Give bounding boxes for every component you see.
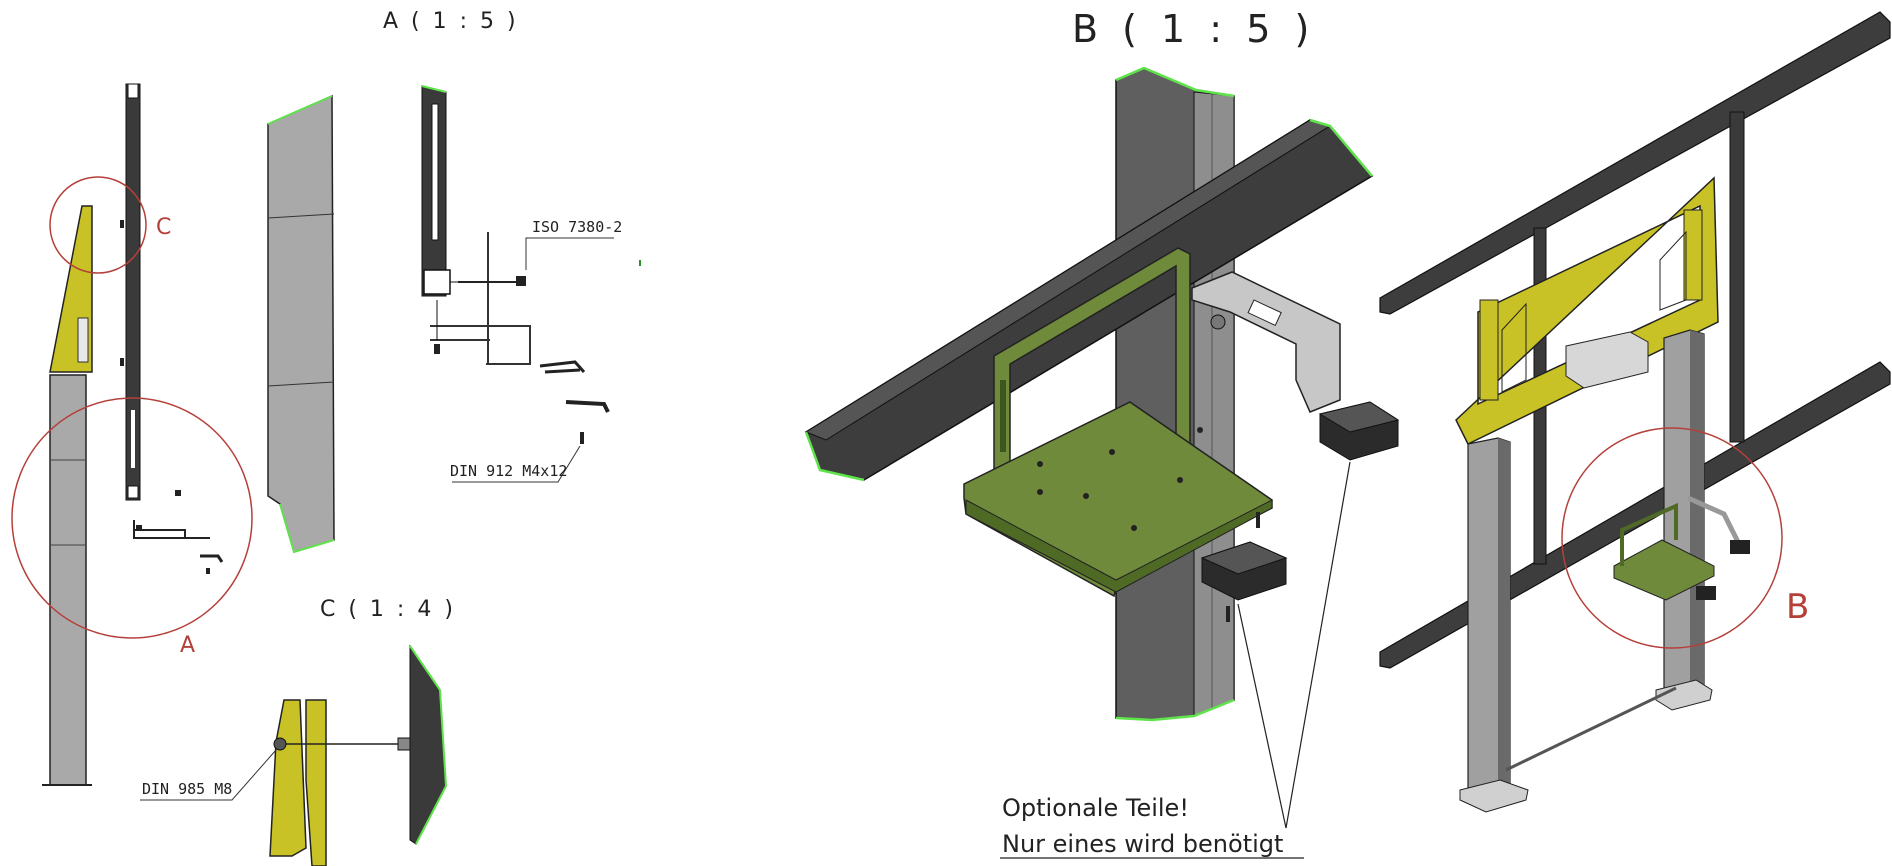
detail-c-yellow-part	[269, 699, 307, 857]
detail-b-grey-arm	[1191, 271, 1341, 413]
detail-a-column	[267, 94, 335, 553]
detail-c-profile	[409, 644, 447, 845]
callout-din-912: DIN 912 M4x12	[450, 462, 567, 480]
detail-circle-c	[49, 176, 147, 274]
callout-iso-7380: ISO 7380-2	[532, 218, 622, 236]
callout-din-985: DIN 985 M8	[142, 780, 232, 798]
detail-circle-b	[1561, 427, 1783, 649]
detail-c-view: C ( 1 : 4 ) DIN 985 M8	[140, 597, 456, 866]
detail-a-title: A ( 1 : 5 )	[383, 9, 519, 34]
detail-a-view: A ( 1 : 5 ) ISO 7380-2 DIN 912 M4x12	[267, 9, 641, 554]
detail-circle-a	[11, 397, 253, 639]
note-line-1: Optionale Teile!	[1002, 794, 1189, 822]
detail-letter-b: B	[1786, 587, 1809, 627]
side-view: C A	[11, 83, 253, 786]
column-lower	[49, 374, 87, 786]
bottom-rail	[1379, 361, 1891, 669]
isometric-assembly: B	[1379, 11, 1891, 813]
detail-b-title: B ( 1 : 5 )	[1072, 7, 1315, 51]
detail-c-title: C ( 1 : 4 )	[320, 597, 456, 622]
top-rail	[1379, 11, 1891, 315]
note-line-2: Nur eines wird benötigt	[1002, 830, 1283, 858]
detail-letter-a: A	[180, 633, 195, 658]
detail-b-view: B ( 1 : 5 )	[804, 7, 1400, 859]
detail-letter-c: C	[156, 215, 171, 240]
